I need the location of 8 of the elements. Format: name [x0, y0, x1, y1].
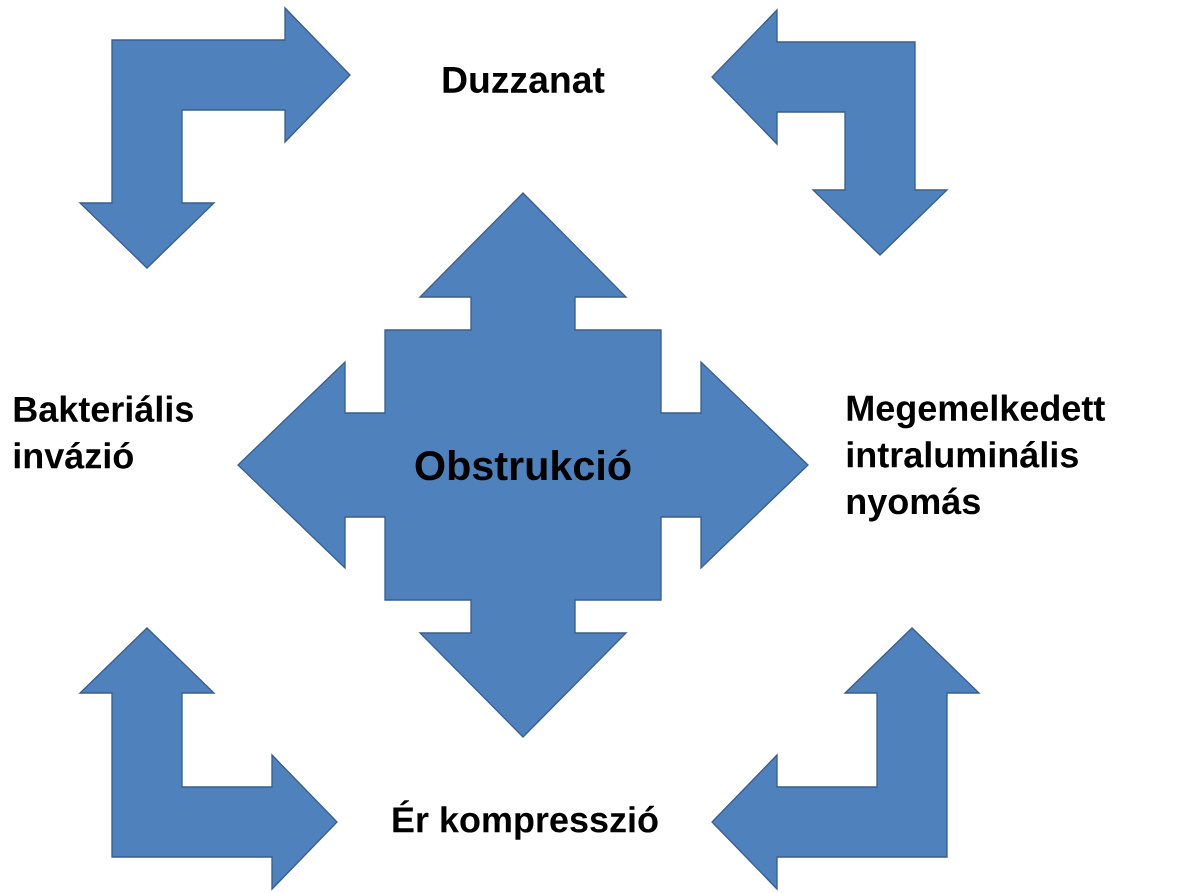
node-label: Bakteriális invázió [14, 395, 193, 469]
bent-arrow [711, 627, 981, 891]
node-label: Duzzanat [443, 67, 605, 93]
bent-arrow [78, 627, 338, 891]
bent-arrow [711, 8, 949, 256]
node-label: Ér kompresszió [393, 800, 658, 840]
node-label: Megemelkedett intraluminális nyomás [847, 394, 1105, 522]
bent-arrow [78, 6, 351, 269]
